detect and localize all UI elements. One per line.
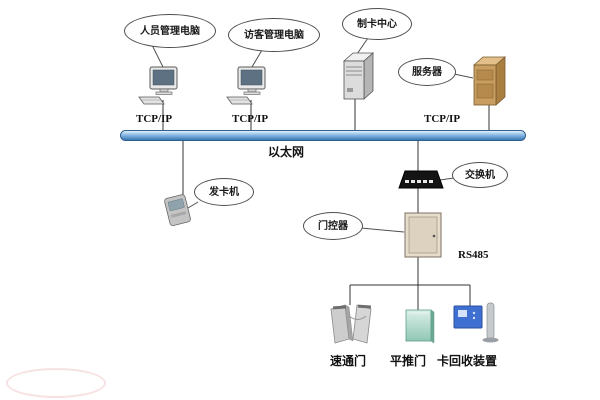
personnel-computer-icon bbox=[138, 66, 178, 105]
server-icon bbox=[472, 56, 507, 106]
callout-card-issuer: 发卡机 bbox=[194, 178, 254, 206]
door-controller-icon bbox=[404, 212, 442, 258]
callout-tails bbox=[151, 37, 474, 233]
label-rs485: RS485 bbox=[458, 249, 489, 261]
label-card-collector: 卡回收装置 bbox=[436, 354, 497, 368]
callout-switch: 交换机 bbox=[452, 162, 508, 188]
ethernet-bus-bar bbox=[120, 130, 526, 141]
switch-icon bbox=[398, 170, 444, 189]
callout-card-center: 制卡中心 bbox=[342, 8, 412, 40]
watermark bbox=[6, 368, 106, 398]
callout-personnel-pc: 人员管理电脑 bbox=[124, 14, 216, 48]
card-collector-icon bbox=[453, 302, 499, 343]
callout-visitor-pc: 访客管理电脑 bbox=[228, 18, 320, 52]
label-speed-gate: 速通门 bbox=[329, 354, 366, 368]
connector-lines bbox=[162, 99, 490, 310]
callout-door-controller: 门控器 bbox=[303, 212, 363, 240]
visitor-computer-icon bbox=[226, 66, 266, 105]
speed-gate-icon bbox=[330, 304, 372, 344]
callout-server: 服务器 bbox=[398, 58, 456, 86]
label-tcpip-2: TCP/IP bbox=[232, 113, 269, 125]
label-sliding-door: 平推门 bbox=[389, 354, 426, 368]
card-center-tower-icon bbox=[342, 52, 375, 100]
label-tcpip-3: TCP/IP bbox=[424, 113, 461, 125]
label-ethernet: 以太网 bbox=[268, 145, 305, 159]
sliding-door-icon bbox=[405, 309, 435, 344]
card-issuer-icon bbox=[164, 194, 191, 227]
label-tcpip-1: TCP/IP bbox=[136, 113, 173, 125]
